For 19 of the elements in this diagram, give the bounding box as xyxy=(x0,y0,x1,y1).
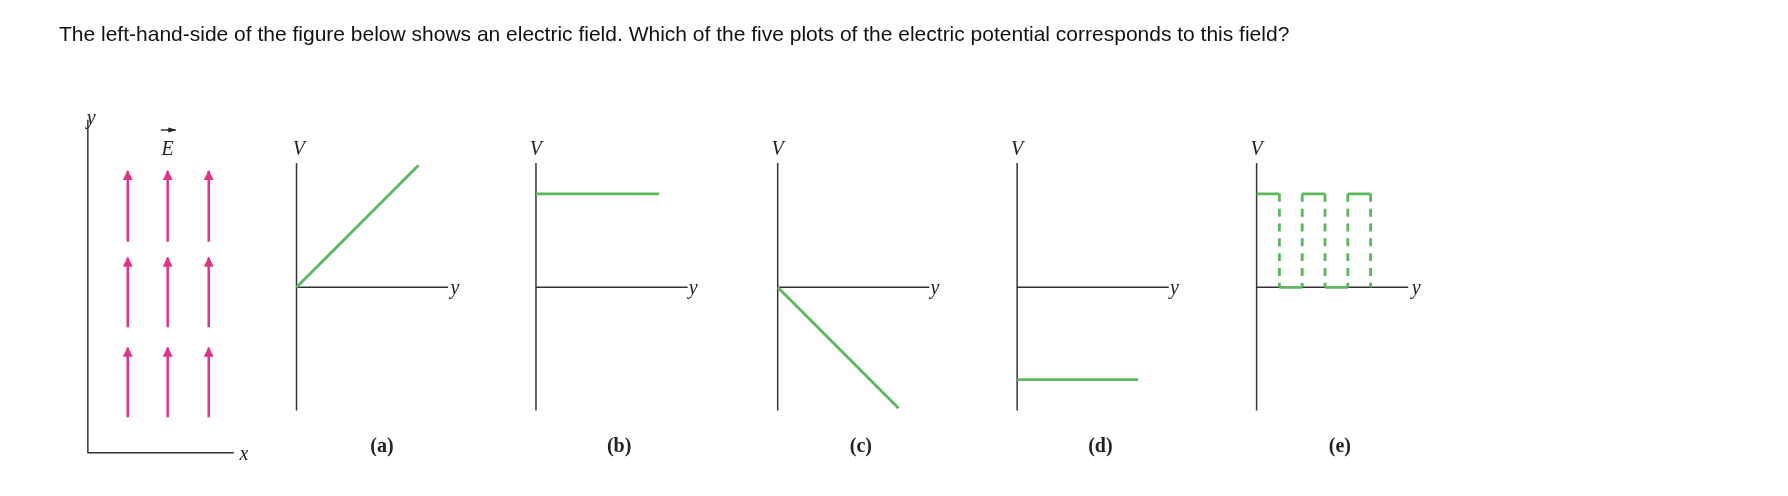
axis-label: V xyxy=(292,138,305,159)
axis-label: x xyxy=(239,442,249,463)
option-label: (a) xyxy=(370,434,394,455)
axis-label: y xyxy=(86,107,96,128)
axis-label: V xyxy=(771,138,784,159)
axis-label: y xyxy=(1411,277,1421,298)
axis-label: V xyxy=(1011,138,1024,159)
option-label: (d) xyxy=(1088,434,1113,455)
option-label: (c) xyxy=(849,434,872,455)
axis-label: y xyxy=(688,277,698,298)
axis-label: V xyxy=(1250,138,1263,159)
field-label: E xyxy=(161,138,174,159)
option-label: (e) xyxy=(1328,434,1351,455)
option-label: (b) xyxy=(606,434,632,455)
axis-label: V xyxy=(529,138,543,159)
question-text: The left-hand-side of the figure below shows an electric field. Which of the five plots of the electric potential corresponds to this field? xyxy=(59,22,1290,46)
axis-label: y xyxy=(930,277,940,298)
axis-label: y xyxy=(450,277,460,298)
axis-label: y xyxy=(1170,277,1179,298)
